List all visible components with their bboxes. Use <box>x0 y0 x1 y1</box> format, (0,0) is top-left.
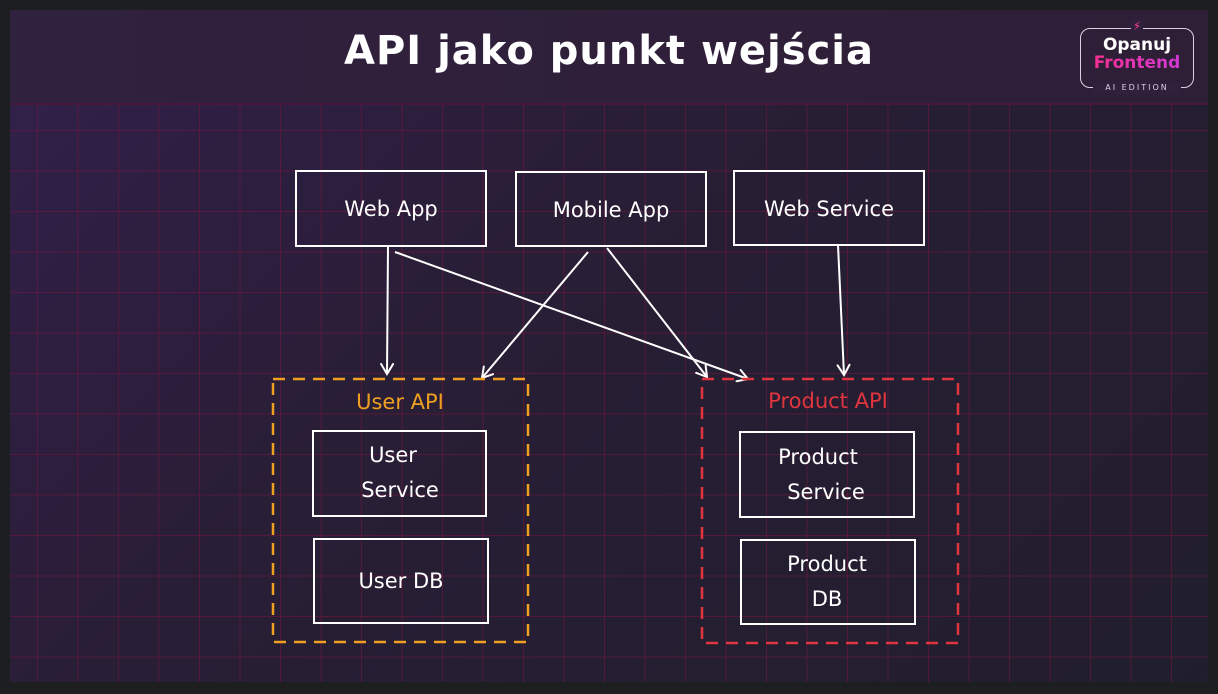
box-user-service[interactable]: User Service <box>312 430 487 517</box>
label-user-service-line-1: User <box>369 443 417 467</box>
client-label-web-app: Web App <box>344 197 438 221</box>
logo-line-1: Opanuj <box>1102 35 1172 55</box>
arrow-mobileapp-to-productapi <box>606 247 709 379</box>
label-user-service-line-2: Service <box>361 478 439 502</box>
page-title: API jako punkt wejścia <box>344 28 874 74</box>
label-product-db-line-1: Product <box>787 552 867 576</box>
client-box-web-app[interactable]: Web App <box>295 170 487 247</box>
logo-line-2: Frontend <box>1081 54 1193 72</box>
label-product-service-line-1: Product <box>778 445 858 469</box>
header-band: API jako punkt wejścia ⚡ Opanuj Frontend… <box>10 10 1208 105</box>
group-label-product-api: Product API <box>768 389 888 413</box>
arrow-webapp-to-userapi <box>380 245 395 376</box>
group-user-api[interactable]: User API User Service User DB <box>271 377 530 644</box>
group-product-api[interactable]: Product API Product Service Product DB <box>700 377 960 645</box>
arrow-webapp-to-productapi <box>394 251 750 383</box>
label-product-service-line-2: Service <box>787 480 865 504</box>
box-user-db[interactable]: User DB <box>313 538 489 624</box>
client-label-web-service: Web Service <box>764 197 894 221</box>
client-label-mobile-app: Mobile App <box>553 198 670 222</box>
diagram-canvas: API jako punkt wejścia ⚡ Opanuj Frontend… <box>10 10 1208 682</box>
background-grid <box>10 103 1208 682</box>
label-user-db: User DB <box>358 569 443 593</box>
brand-logo: ⚡ Opanuj Frontend AI EDITION <box>1080 19 1194 94</box>
logo-line-3: AI EDITION <box>1093 82 1181 94</box>
client-box-web-service[interactable]: Web Service <box>733 170 925 246</box>
box-product-db[interactable]: Product DB <box>740 539 916 625</box>
arrow-webservice-to-productapi <box>836 244 851 377</box>
box-product-service[interactable]: Product Service <box>739 431 915 518</box>
client-box-mobile-app[interactable]: Mobile App <box>515 171 707 247</box>
lightning-bolt-icon: ⚡ <box>1131 19 1143 33</box>
label-product-db-line-2: DB <box>812 587 843 611</box>
group-label-user-api: User API <box>356 390 444 414</box>
architecture-diagram: Web App Mobile App Web Service User API … <box>271 170 960 645</box>
arrow-mobileapp-to-userapi <box>480 251 589 380</box>
